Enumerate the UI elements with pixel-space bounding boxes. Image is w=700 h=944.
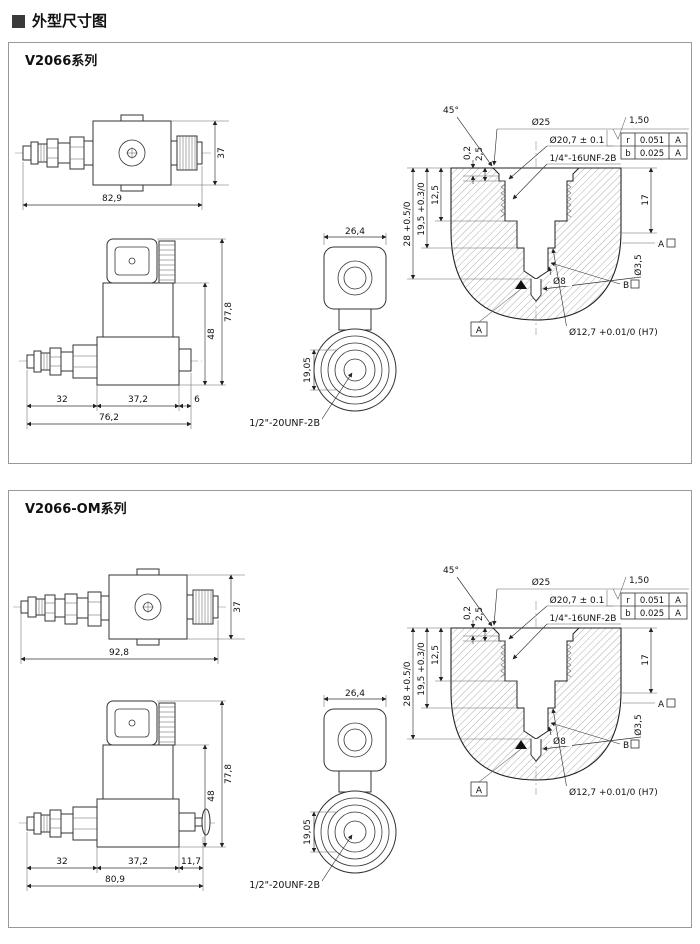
override-knob — [158, 240, 176, 284]
button-stem — [194, 817, 203, 827]
side-step — [178, 348, 192, 372]
dim-side-height: 37 — [233, 601, 243, 612]
panel1-title: V2066系列 — [25, 53, 97, 69]
valve-body — [96, 798, 180, 848]
dim-seg-cartridge: 32 — [56, 857, 67, 867]
din-connector — [106, 700, 158, 746]
dim-seg-step: 11,7 — [181, 857, 201, 867]
dim-seg-step: 6 — [194, 395, 200, 405]
dim-side-length: 92,8 — [109, 648, 129, 658]
p2-side-view: 92,8 37 — [13, 568, 245, 664]
p1-cavity-section — [403, 106, 689, 338]
dim-height-inner: 48 — [207, 790, 217, 802]
connector-screw — [128, 719, 136, 727]
p1-side-view: 82,9 37 — [15, 114, 229, 210]
p2-cavity-section — [403, 566, 689, 798]
dim-seg-body: 37,2 — [128, 857, 148, 867]
coil — [102, 744, 174, 800]
cartridge-nut — [72, 806, 98, 841]
dim-height-total: 77,8 — [224, 764, 234, 784]
dim-length-total: 76,2 — [99, 413, 119, 423]
panel-v2066: V2066系列 82,9 — [8, 42, 692, 464]
header-bullet-icon — [12, 15, 25, 28]
connector-screw — [128, 257, 136, 265]
dim-length-total: 80,9 — [105, 875, 125, 885]
button-housing — [178, 812, 196, 832]
dim-height-total: 77,8 — [224, 302, 234, 322]
dim-side-height: 37 — [217, 147, 227, 158]
override-knob — [158, 702, 176, 746]
dim-side-length: 82,9 — [102, 194, 122, 204]
center-screw — [118, 139, 146, 167]
dim-seg-body: 37,2 — [128, 395, 148, 405]
panel2-title: V2066-OM系列 — [25, 501, 127, 517]
din-connector — [106, 238, 158, 284]
panel-v2066-om: V2066-OM系列 — [8, 490, 692, 928]
center-screw — [134, 593, 162, 621]
p1-front-view: 32 37,2 6 76,2 77,8 48 — [19, 238, 234, 429]
page-header: 外型尺寸图 — [0, 0, 700, 40]
page-title: 外型尺寸图 — [32, 13, 108, 30]
p2-front-view: 32 37,2 11,7 80,9 77,8 48 — [19, 700, 234, 891]
dim-seg-cartridge: 32 — [56, 395, 67, 405]
p2-cartridge-views — [249, 689, 396, 891]
panel-v2066-drawing: V2066系列 82,9 — [15, 53, 691, 463]
coil — [102, 282, 174, 338]
panel-v2066-om-drawing: V2066-OM系列 — [13, 501, 691, 927]
valve-body — [96, 336, 180, 386]
cartridge-nut — [72, 344, 98, 379]
push-button — [201, 808, 211, 836]
p1-cartridge-views — [249, 227, 396, 429]
dim-height-inner: 48 — [207, 328, 217, 340]
